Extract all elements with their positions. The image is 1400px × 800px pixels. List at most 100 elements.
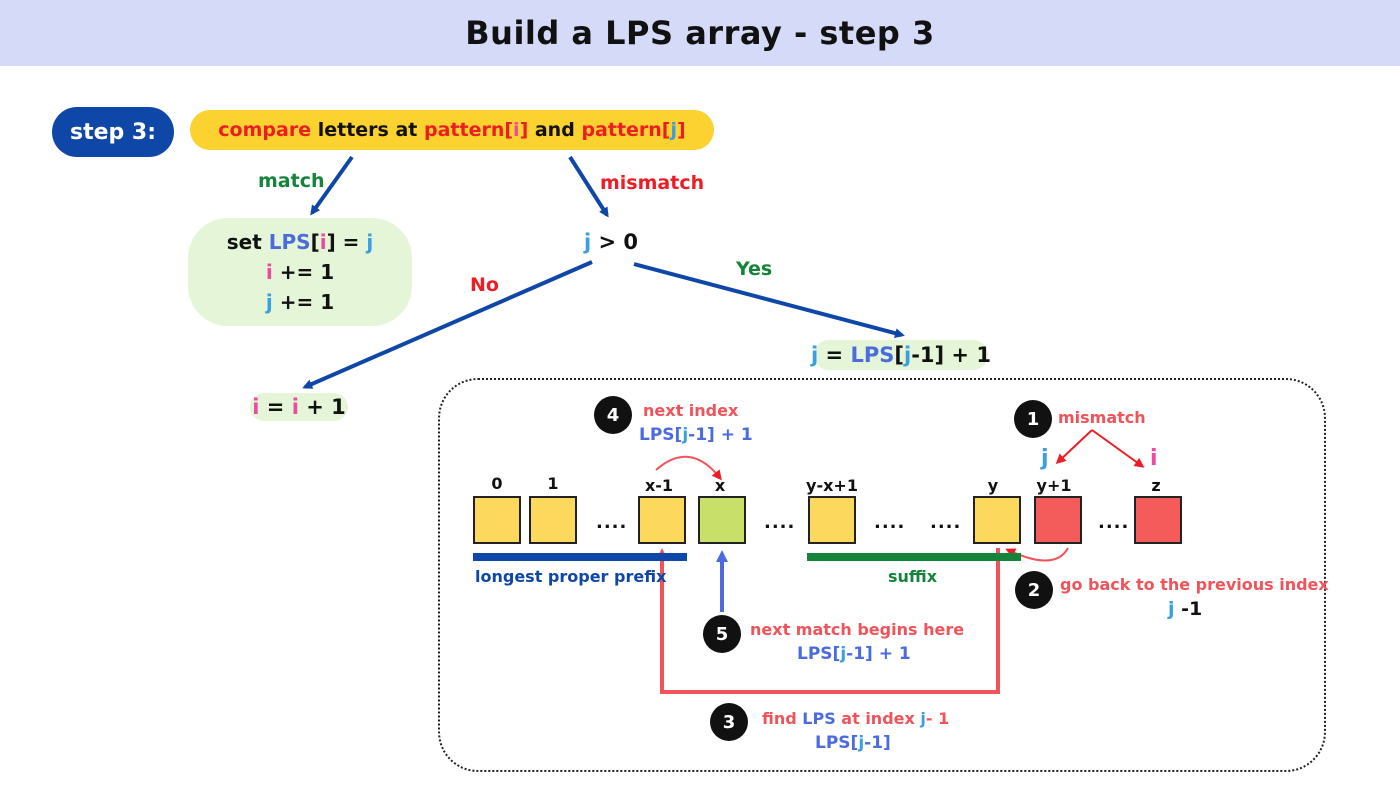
arrow-find-lps — [656, 548, 1000, 694]
step-label: step 3: — [69, 119, 157, 145]
lps-word: LPS — [639, 425, 675, 445]
expr-rest: -1] + 1 — [688, 425, 753, 445]
step-5-expression: LPS[j-1] + 1 — [797, 644, 911, 664]
step-5-text: next match begins here — [750, 620, 965, 639]
step-3-expression: LPS[j-1] — [815, 733, 891, 753]
step-number-3: 3 — [710, 703, 748, 741]
var-i: i — [319, 230, 327, 254]
index-label: 0 — [491, 474, 503, 493]
bracket-open: [ — [674, 425, 683, 445]
var-j: j — [903, 343, 912, 367]
pattern-j-var: j — [670, 119, 678, 141]
lps-example-panel — [438, 378, 1326, 772]
arrow-mismatch-to-j — [1055, 429, 1093, 465]
pattern-i-open: pattern[ — [423, 119, 514, 141]
match-label: match — [258, 170, 325, 192]
bracket-open: [ — [310, 230, 320, 254]
bracket-open: [ — [894, 343, 904, 367]
step-number-text: 3 — [722, 711, 736, 733]
lps-word: LPS — [797, 644, 833, 664]
lps-word: LPS — [802, 709, 836, 728]
step-1-text: mismatch — [1058, 408, 1146, 427]
array-cell — [529, 496, 577, 544]
step-4-expression: LPS[j-1] + 1 — [639, 425, 753, 445]
bracket-open: [ — [832, 644, 841, 664]
lps-word: LPS — [268, 230, 311, 254]
pattern-j-close: ] — [677, 119, 686, 141]
var-i: i — [265, 260, 273, 284]
step-3-at-index: at index — [835, 709, 921, 728]
arrow-to-match — [310, 155, 354, 216]
array-cell — [808, 496, 856, 544]
step-number-text: 1 — [1026, 408, 1040, 430]
step-3-minus: - 1 — [925, 709, 950, 728]
step-3-find: find — [762, 709, 803, 728]
condition-text: j > 0 — [584, 230, 638, 254]
array-cell — [638, 496, 686, 544]
var-j: j — [920, 709, 926, 728]
var-j: j — [584, 230, 592, 254]
page-title: Build a LPS array - step 3 — [465, 14, 935, 52]
step-2-expression: j -1 — [1168, 598, 1202, 620]
lps-word: LPS — [815, 733, 851, 753]
index-label: x — [714, 476, 726, 495]
equals: = — [818, 343, 851, 367]
ellipsis: .... — [930, 512, 962, 533]
header-banner: Build a LPS array - step 3 — [0, 0, 1400, 66]
match-line-1: set LPS[i] = j — [227, 227, 374, 257]
var-j: j — [265, 290, 273, 314]
var-j: j — [840, 644, 847, 664]
arrow-next-index — [655, 455, 722, 481]
prefix-label: longest proper prefix — [475, 567, 667, 586]
index-label: y — [987, 476, 999, 495]
step-number-text: 5 — [715, 623, 729, 645]
no-result-box: i = i + 1 — [250, 393, 348, 421]
no-label: No — [470, 274, 499, 296]
var-j: j — [366, 230, 374, 254]
expr-rest: -1] + 1 — [911, 343, 991, 367]
expr-rest: -1 — [1174, 598, 1203, 620]
compare-text: letters at — [311, 119, 424, 141]
var-j: j — [1168, 598, 1175, 620]
step-2-text: go back to the previous index — [1060, 575, 1329, 594]
index-label: y-x+1 — [806, 476, 858, 495]
match-line-3: j += 1 — [266, 287, 334, 317]
array-cell-mismatch — [1134, 496, 1182, 544]
var-j: j — [682, 425, 689, 445]
array-cell-mismatch — [1034, 496, 1082, 544]
condition-rest: > 0 — [591, 230, 639, 254]
pattern-i-var: i — [513, 119, 520, 141]
set-word: set — [226, 230, 269, 254]
array-cell — [973, 496, 1021, 544]
match-action-box: set LPS[i] = j i += 1 j += 1 — [188, 218, 412, 326]
ellipsis: .... — [1098, 512, 1130, 533]
ellipsis: .... — [596, 512, 628, 533]
expr-rest: + 1 — [298, 395, 346, 419]
step-label-pill: step 3: — [52, 107, 174, 157]
compare-word: compare — [218, 119, 312, 141]
index-label: x-1 — [644, 476, 674, 495]
pointer-i: i — [1150, 446, 1158, 471]
step-3-text: find LPS at index j- 1 — [762, 709, 949, 728]
step-number-4: 4 — [594, 396, 632, 434]
pattern-j-open: pattern[ — [581, 119, 671, 141]
index-label: 1 — [547, 474, 559, 493]
lps-word: LPS — [850, 343, 895, 367]
var-i: i — [291, 395, 299, 419]
increment-text: += 1 — [272, 290, 335, 314]
arrow-to-mismatch — [568, 155, 609, 218]
yes-result-box: j = LPS[j-1] + 1 — [811, 340, 991, 370]
equals: = — [259, 395, 292, 419]
ellipsis: .... — [764, 512, 796, 533]
yes-label: Yes — [736, 258, 773, 280]
var-j: j — [858, 733, 865, 753]
expr-rest: -1] — [864, 733, 891, 753]
pointer-j: j — [1041, 446, 1049, 471]
step-number-2: 2 — [1015, 571, 1053, 609]
step-number-1: 1 — [1014, 400, 1052, 438]
increment-text: += 1 — [272, 260, 335, 284]
arrow-mismatch-to-i — [1091, 429, 1145, 468]
step-number-text: 4 — [606, 404, 620, 426]
bracket-open: [ — [850, 733, 859, 753]
